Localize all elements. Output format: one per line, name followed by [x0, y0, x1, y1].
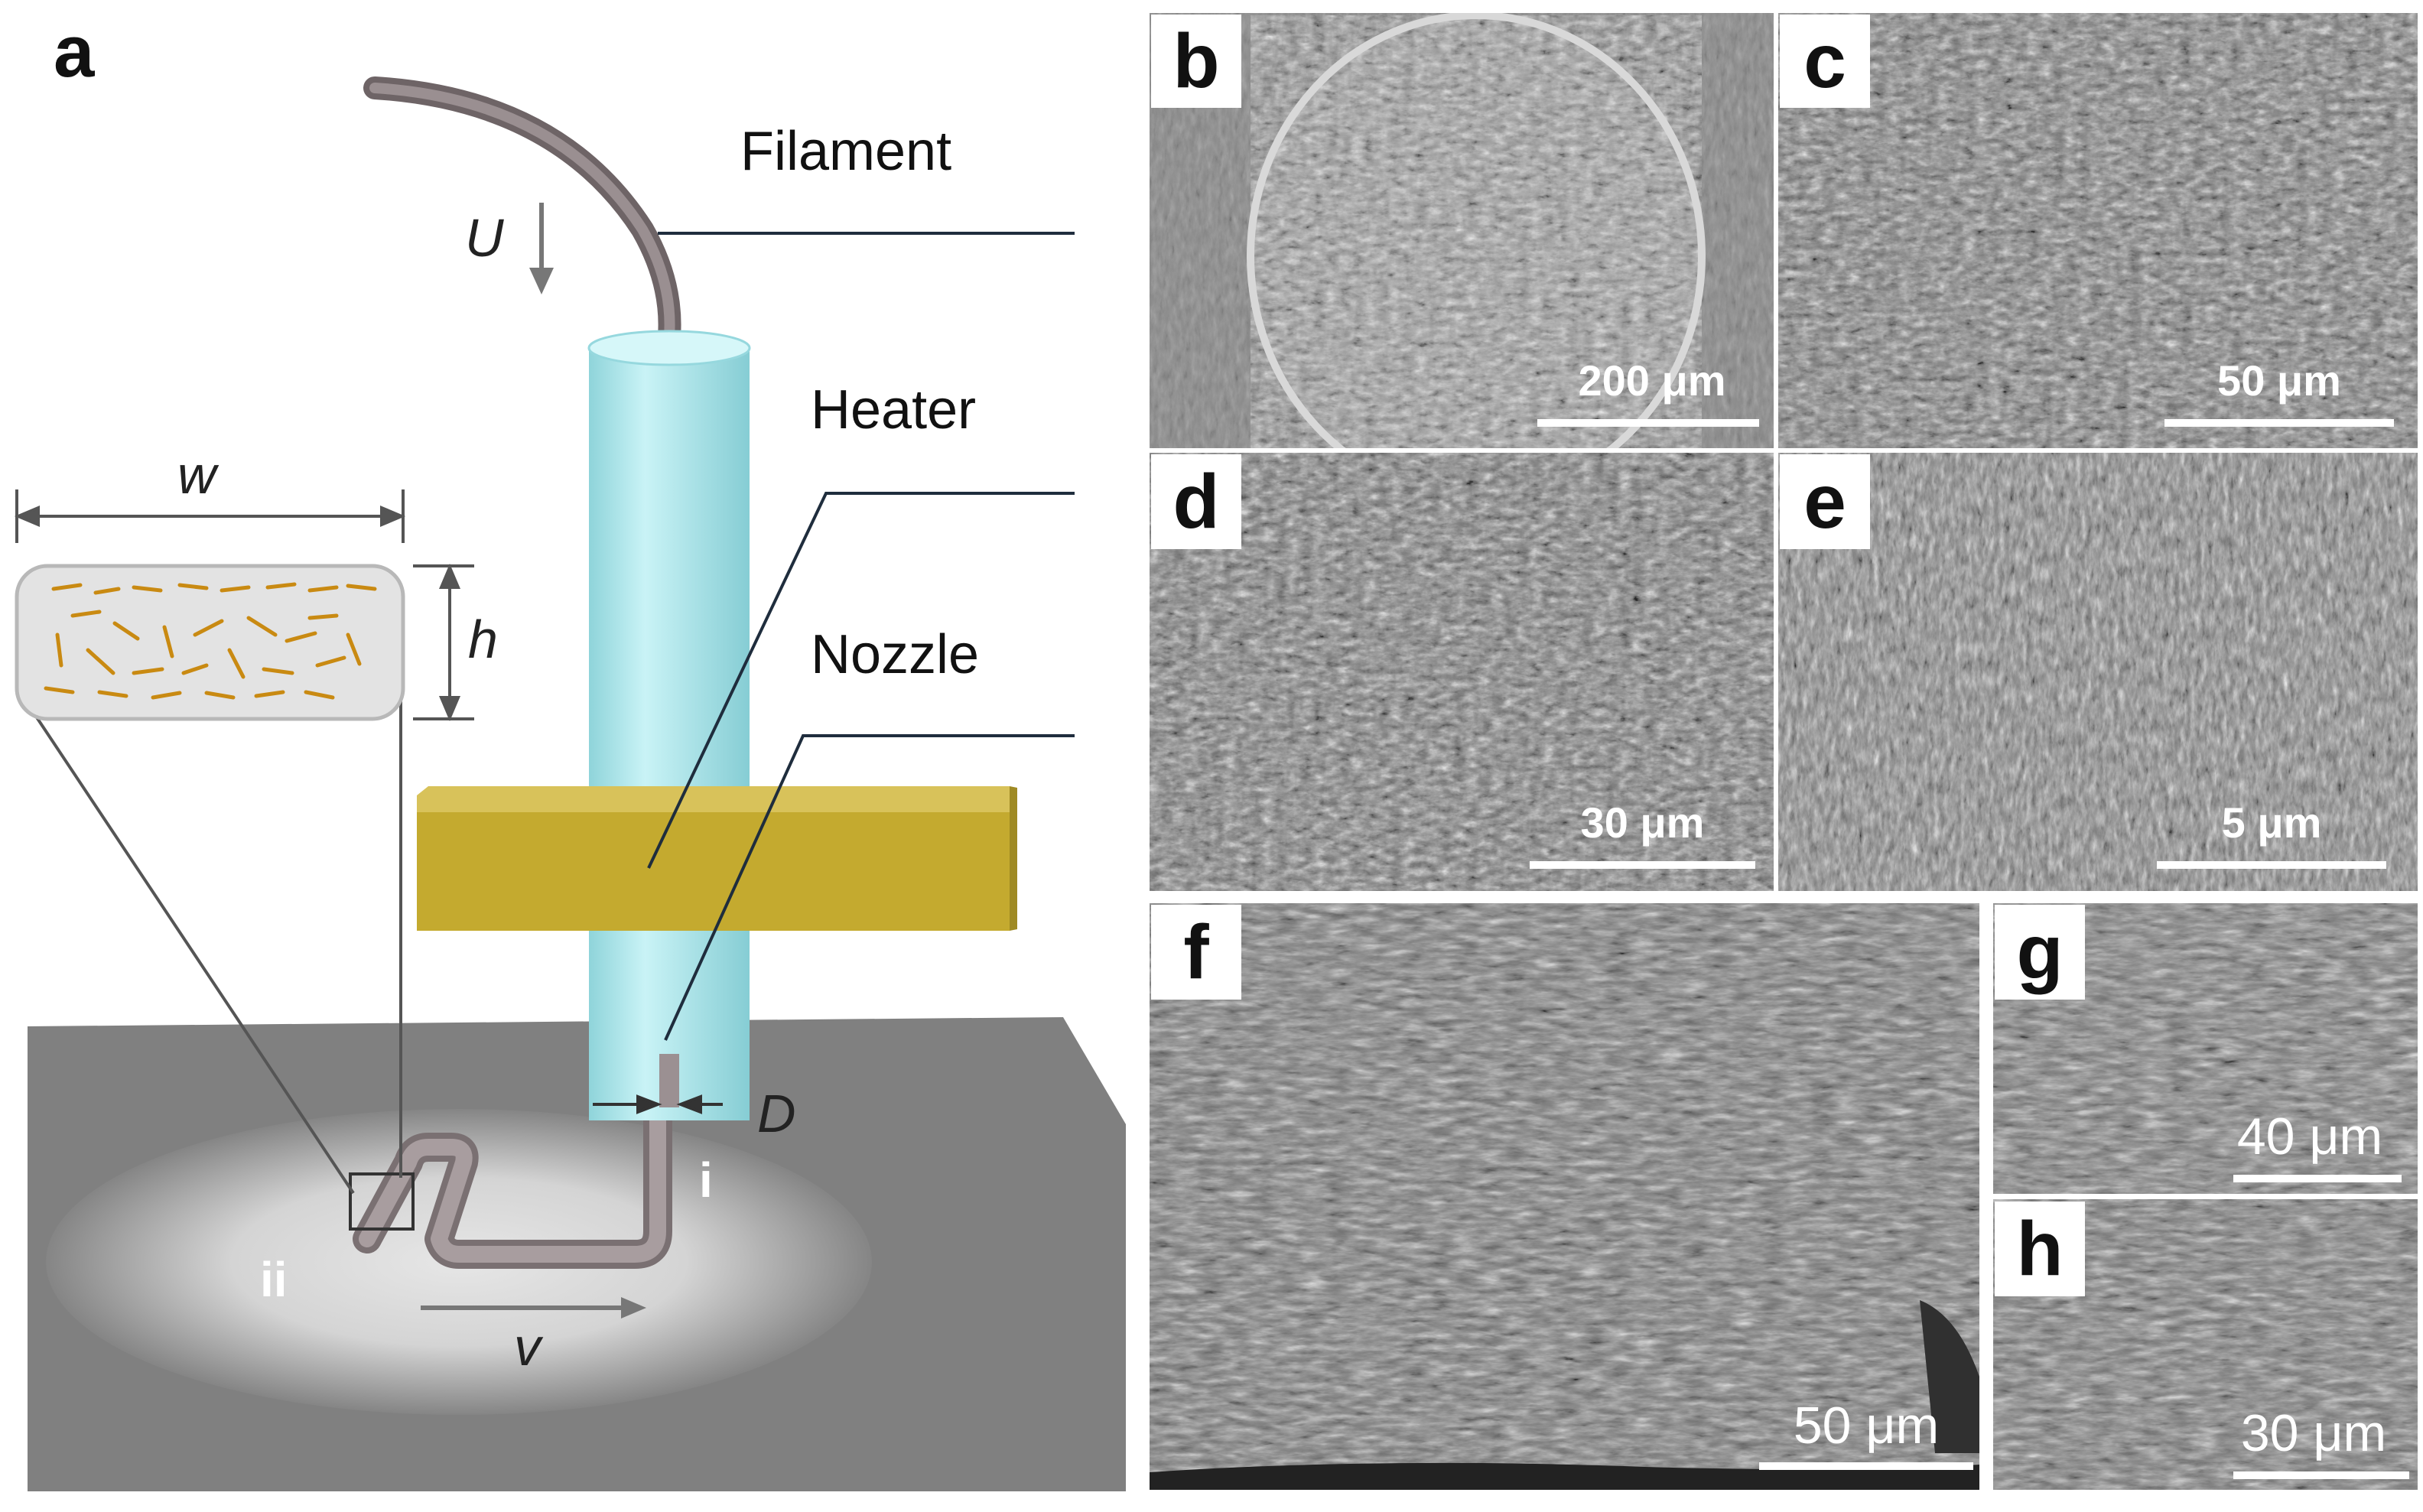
sem-label-c: c [1780, 15, 1870, 108]
marker-i: i [699, 1153, 713, 1208]
scale-text-f: 50 μm [1793, 1397, 1940, 1455]
scale-bar-e [2157, 861, 2386, 869]
marker-ii: ii [260, 1252, 288, 1307]
sem-image-e [1777, 451, 2418, 891]
scale-bar-f [1759, 1462, 1973, 1470]
fibers [44, 582, 377, 700]
height-dimension [413, 563, 474, 722]
panel-separators [1150, 13, 2418, 1490]
cross-section-box [349, 1172, 415, 1231]
zoom-line-left [26, 702, 355, 1195]
sem-label-f: f [1151, 905, 1241, 1000]
scale-text-g: 40 μm [2236, 1107, 2383, 1166]
nozzle-label: Nozzle [811, 624, 979, 685]
speed-symbol: v [514, 1317, 544, 1377]
sem-label-e: e [1780, 454, 1870, 549]
panel-a-text: a Filament Heater Nozzle U w h D v i ii [54, 11, 979, 1377]
feed-arrow [529, 203, 554, 294]
sem-label-h: h [1995, 1201, 2085, 1296]
height-symbol: h [468, 610, 498, 669]
heater-block [417, 786, 1017, 931]
width-dimension [14, 489, 406, 543]
sem-image-b [1150, 13, 1777, 451]
panel-a-label: a [54, 11, 95, 93]
speed-arrow [421, 1297, 646, 1319]
scale-text-c: 50 μm [2217, 356, 2341, 405]
scale-text-h: 30 μm [2240, 1404, 2387, 1462]
panel-a-schematic [14, 76, 1126, 1491]
scale-text-e: 5 μm [2221, 798, 2322, 847]
sem-label-g: g [1995, 905, 2085, 1000]
scale-bar-c [2164, 419, 2394, 427]
sem-image-c [1777, 13, 2418, 451]
width-symbol: w [177, 445, 220, 505]
scale-bar-d [1530, 861, 1755, 869]
sem-image-d [1150, 451, 1777, 891]
sem-label-d: d [1151, 454, 1241, 549]
scale-bar-b [1537, 419, 1759, 427]
sem-images [1150, 13, 2418, 1490]
scale-text-d: 30 μm [1580, 798, 1705, 847]
filament-label: Filament [740, 121, 951, 182]
cross-section-inset [15, 564, 405, 721]
feed-symbol: U [465, 208, 504, 268]
scale-bar-h [2233, 1471, 2409, 1479]
diameter-symbol: D [757, 1084, 796, 1143]
deposited-track [353, 1091, 672, 1269]
leader-lines [647, 232, 1075, 1041]
heater-label: Heater [811, 379, 976, 441]
nozzle-body [587, 330, 751, 1120]
diameter-dimension [593, 1094, 723, 1114]
sem-label-b: b [1151, 15, 1241, 108]
scale-bar-g [2233, 1175, 2402, 1182]
scale-text-b: 200 μm [1578, 356, 1726, 405]
sem-image-f [1150, 903, 1979, 1490]
